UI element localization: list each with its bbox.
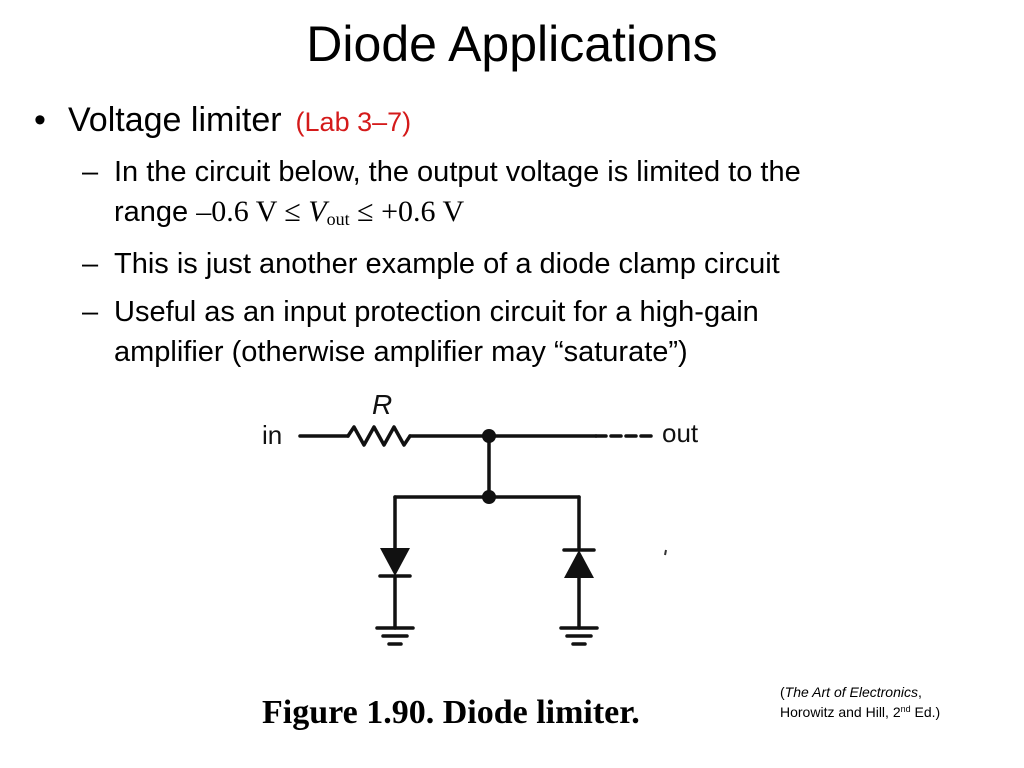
right-diode-triangle	[564, 550, 594, 578]
diode-limiter-circuit: R in out	[262, 389, 699, 646]
input-label: in	[262, 420, 282, 450]
credit-authors: Horowitz and Hill, 2	[780, 704, 901, 720]
junction-dot-top	[482, 429, 496, 443]
left-diode-triangle	[380, 548, 410, 576]
slide-title: Diode Applications	[306, 16, 718, 72]
credit-comma: ,	[917, 684, 922, 700]
subbullet-text-line1: In the circuit below, the output voltage…	[114, 156, 801, 188]
bullet-marker: •	[34, 101, 46, 139]
output-label: out	[662, 418, 699, 448]
credit-end: Ed.)	[910, 704, 941, 720]
subbullet-clamp-example: – This is just another example of a diod…	[82, 244, 942, 284]
bullet-voltage-limiter: • Voltage limiter (Lab 3–7)	[34, 98, 411, 144]
credit-open-paren: (	[780, 684, 785, 700]
stray-mark	[664, 549, 667, 556]
bullet-label: Voltage limiter	[68, 101, 282, 139]
subbullet-text: This is just another example of a diode …	[114, 248, 780, 280]
subbullet-text-line2: amplifier (otherwise amplifier may “satu…	[114, 336, 688, 368]
credit-edition-superscript: nd	[900, 704, 911, 714]
range-low: –0.6 V ≤	[196, 195, 309, 228]
right-ground-symbol	[559, 626, 599, 646]
range-subscript: out	[326, 209, 350, 229]
range-high: ≤ +0.6 V	[349, 195, 465, 228]
range-formula: –0.6 V ≤ Vout ≤ +0.6 V	[196, 195, 464, 228]
subbullet-input-protection: – Useful as an input protection circuit …	[82, 292, 942, 372]
resistor	[346, 425, 412, 447]
lab-reference: (Lab 3–7)	[295, 107, 412, 137]
dash-marker: –	[82, 156, 99, 188]
subbullet-output-range: – In the circuit below, the output volta…	[82, 152, 942, 232]
dash-marker: –	[82, 248, 99, 280]
source-credit: (The Art of Electronics, Horowitz and Hi…	[780, 682, 1010, 722]
subbullet-range-prefix: range	[114, 196, 197, 228]
credit-book-title: The Art of Electronics	[784, 684, 918, 700]
range-variable: V	[308, 195, 327, 228]
subbullet-text-line1: Useful as an input protection circuit fo…	[114, 296, 759, 328]
dash-marker: –	[82, 296, 99, 328]
resistor-label: R	[372, 389, 392, 420]
junction-dot-bottom	[482, 490, 496, 504]
left-ground-symbol	[375, 626, 415, 646]
figure-caption: Figure 1.90. Diode limiter.	[262, 694, 640, 731]
